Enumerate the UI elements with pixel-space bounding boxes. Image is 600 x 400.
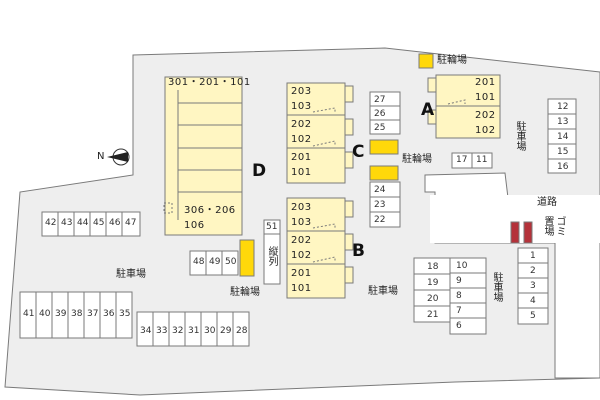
building-a [427, 74, 501, 139]
building-c [286, 82, 354, 184]
bicycle-parking-c2 [369, 165, 399, 181]
bicycle-parking-b [239, 239, 255, 277]
building-d [163, 76, 243, 236]
garbage-area [510, 221, 533, 244]
compass-arrow-icon [107, 148, 130, 166]
building-b [286, 197, 354, 299]
bicycle-parking-top [418, 53, 434, 69]
bicycle-parking-c1 [369, 139, 399, 155]
